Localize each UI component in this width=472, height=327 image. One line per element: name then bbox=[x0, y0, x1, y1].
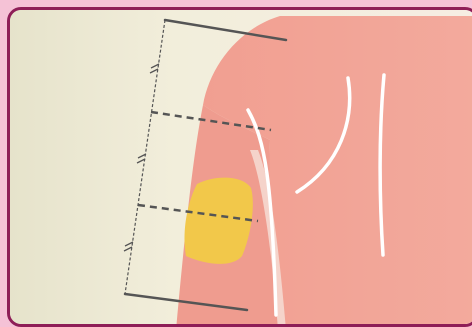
diagram-frame bbox=[7, 7, 472, 327]
marker-patch bbox=[184, 178, 252, 264]
arm-diagram bbox=[10, 10, 472, 327]
